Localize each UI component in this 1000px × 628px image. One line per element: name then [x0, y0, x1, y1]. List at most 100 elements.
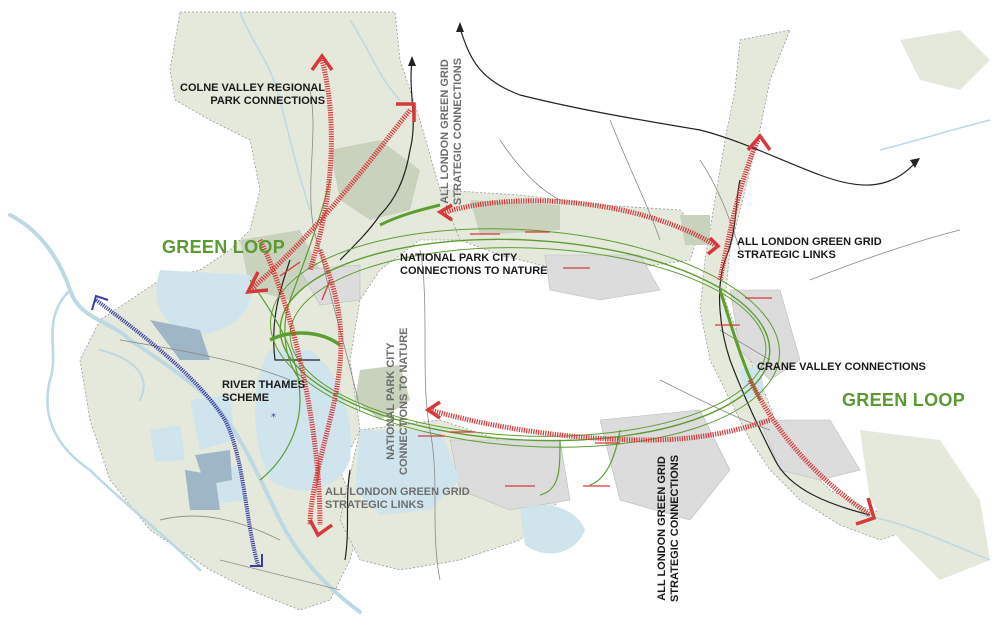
label-line: COLNE VALLEY REGIONAL: [180, 82, 326, 94]
red-link-arrows: [279, 231, 772, 487]
black-routes: [273, 27, 916, 561]
label-all-london-links-south: ALL LONDON GREEN GRID STRATEGIC LINKS: [325, 486, 470, 512]
urban-block: [544, 254, 661, 301]
red-chevron: [245, 271, 269, 295]
stream: [349, 19, 401, 101]
red-chevron: [746, 133, 772, 152]
label-line: ALL LONDON GREEN GRID: [325, 486, 470, 498]
star-marker: *: [271, 412, 276, 423]
river-channel: [8, 213, 362, 614]
label-line: STRATEGIC CONNECTIONS: [669, 454, 681, 602]
stream: [879, 119, 991, 151]
black-route-northeast: [459, 27, 916, 186]
river-channel: [99, 349, 145, 401]
red-arrow-west-south: [257, 238, 323, 526]
label-colne-valley: COLNE VALLEY REGIONAL PARK CONNECTIONS: [180, 82, 325, 108]
label-line: PARK CONNECTIONS: [210, 95, 326, 107]
road: [809, 229, 961, 281]
label-national-park-city-vertical: NATIONAL PARK CITY CONNECTIONS TO NATURE: [385, 328, 411, 476]
label-national-park-city-north: NATIONAL PARK CITY CONNECTIONS TO NATURE: [400, 252, 548, 278]
arrowhead-black: [408, 56, 416, 66]
reservoir-south: [355, 430, 460, 515]
red-arrow-north-arc: [444, 198, 717, 248]
red-chevron: [308, 519, 334, 538]
label-line: STRATEGIC LINKS: [325, 499, 424, 511]
green-loop-branch: [284, 179, 331, 381]
red-chevron: [424, 400, 441, 420]
reservoir-north: [156, 270, 253, 335]
road: [159, 515, 281, 541]
road: [419, 249, 441, 581]
road: [609, 119, 661, 241]
road: [499, 139, 561, 201]
label-line: ALL LONDON GREEN GRID: [439, 59, 451, 204]
green-loop-branch: [589, 429, 621, 486]
woodland-patch: [470, 200, 560, 235]
river-channel: [46, 288, 202, 572]
red-arrow-colne-diagonal: [248, 108, 412, 292]
label-line: CONNECTIONS TO NATURE: [400, 265, 548, 277]
woodland-patch: [330, 140, 420, 220]
label-line: ALL LONDON GREEN GRID: [656, 456, 668, 601]
green-loop-thick-segment: [379, 203, 441, 227]
red-chevron: [706, 236, 721, 256]
label-line: SCHEME: [222, 392, 270, 404]
water-bodies: [150, 270, 765, 554]
red-chevron: [310, 52, 334, 72]
red-chevron: [396, 102, 416, 122]
woodland-patch: [355, 365, 410, 420]
link-arrow: [321, 279, 331, 301]
green-loop-branch: [249, 279, 301, 481]
label-green-loop-east: GREEN LOOP: [842, 390, 966, 410]
road: [219, 559, 341, 591]
red-arrow-east-north: [717, 138, 761, 281]
red-chevron: [436, 203, 453, 222]
label-river-thames: RIVER THAMES SCHEME: [222, 379, 305, 405]
label-line: NATIONAL PARK CITY: [385, 342, 397, 460]
green-loop-thick-segment: [269, 331, 342, 347]
blue-river-arrow: [91, 294, 263, 567]
label-line: STRATEGIC LINKS: [737, 249, 836, 261]
label-line: RIVER THAMES: [222, 379, 306, 391]
reservoir-central: [255, 350, 351, 491]
road: [119, 339, 291, 381]
green-loop-ring: [270, 228, 780, 448]
woodland-patch: [680, 215, 710, 245]
black-route-north: [339, 61, 414, 261]
red-strategic-arrows: [248, 59, 872, 526]
label-line: CONNECTIONS TO NATURE: [398, 327, 410, 476]
black-route-south: [344, 469, 351, 561]
link-arrow: [279, 261, 301, 277]
red-arrow-colne-north: [307, 59, 334, 271]
label-green-loop-west: GREEN LOOP: [162, 237, 286, 257]
road: [699, 159, 741, 251]
red-arrowheads: [245, 52, 877, 538]
blue-arrow-head-north: [91, 294, 109, 311]
label-line: ALL LONDON GREEN GRID: [737, 236, 882, 248]
dark-reservoir: [150, 320, 210, 360]
label-crane-valley: CRANE VALLEY CONNECTIONS: [757, 361, 926, 373]
road: [659, 379, 771, 431]
label-all-london-connections-south: ALL LONDON GREEN GRID STRATEGIC CONNECTI…: [656, 455, 682, 602]
red-arrow-west-south-2: [307, 249, 344, 526]
land-far-northeast: [900, 30, 990, 90]
stream: [239, 11, 311, 211]
blue-arrow-path: [94, 298, 260, 566]
green-loop-branch: [539, 439, 561, 496]
river-thames: [8, 213, 362, 614]
blue-arrow-head-south: [250, 554, 263, 567]
lake-southeast: [520, 505, 585, 554]
label-line: NATIONAL PARK CITY: [400, 252, 518, 264]
red-chevron: [855, 497, 877, 526]
label-all-london-connections-north: ALL LONDON GREEN GRID STRATEGIC CONNECTI…: [439, 58, 465, 205]
label-line: STRATEGIC CONNECTIONS: [452, 57, 464, 205]
land-southeast: [860, 430, 990, 580]
dark-reservoir: [185, 470, 220, 510]
road: [719, 329, 771, 361]
dark-reservoirs: [150, 320, 232, 510]
arrowhead-black: [910, 158, 920, 168]
black-route-east: [718, 179, 871, 516]
label-all-london-links-east: ALL LONDON GREEN GRID STRATEGIC LINKS: [737, 236, 882, 262]
green-loop: [249, 179, 780, 496]
